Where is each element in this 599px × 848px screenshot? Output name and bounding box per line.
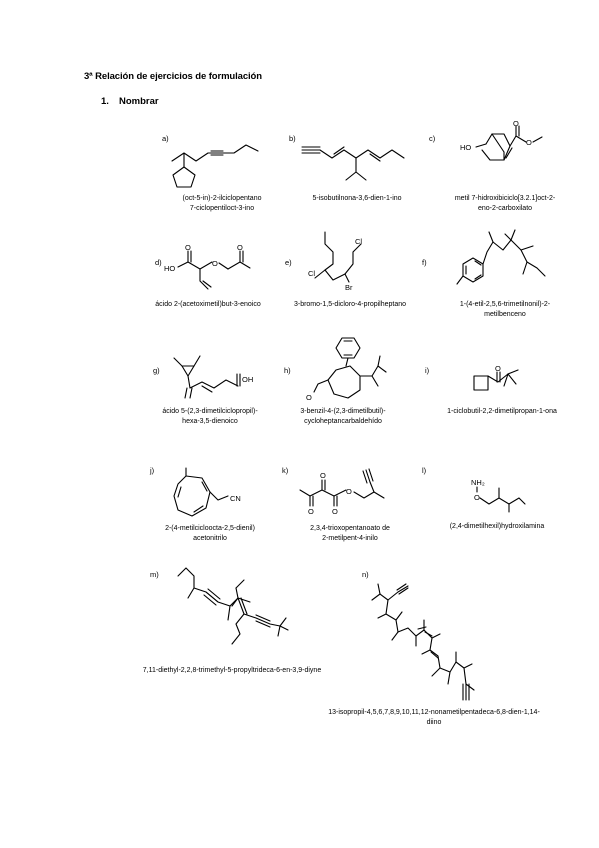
structure-l: NH₂ O bbox=[471, 478, 526, 513]
item-j-name: 2-(4-metilcicloocta-2,5-dienil)acetonitr… bbox=[165, 525, 255, 542]
item-l-name: (2,4-dimetilhexil)hydroxilamina bbox=[449, 523, 545, 530]
svg-text:O: O bbox=[526, 138, 532, 147]
item-g-name: ácido 5-(2,3-dimetilciclopropil)-hexa-3,… bbox=[162, 408, 258, 425]
svg-text:Br: Br bbox=[345, 283, 353, 292]
structure-d: HO O O O bbox=[164, 243, 251, 290]
item-f-letter: f) bbox=[422, 258, 427, 267]
svg-text:O: O bbox=[306, 393, 312, 402]
item-c-name: metil 7-hidroxibiciclo[3.2.1]oct-2-eno-2… bbox=[454, 195, 556, 212]
item-i-name: 1-ciclobutil-2,2-dimetilpropan-1-ona bbox=[447, 408, 557, 415]
svg-text:Cl: Cl bbox=[308, 269, 315, 278]
item-a-letter: a) bbox=[162, 134, 169, 143]
structure-f bbox=[456, 229, 546, 285]
item-c-letter: c) bbox=[429, 134, 436, 143]
structure-e: Cl Cl Br bbox=[308, 231, 362, 292]
section-title: 1. Nombrar bbox=[101, 96, 159, 107]
item-m-letter: m) bbox=[150, 570, 159, 579]
structure-i: O bbox=[473, 364, 519, 391]
svg-text:O: O bbox=[495, 364, 501, 373]
svg-text:O: O bbox=[513, 119, 519, 128]
structure-j: CN bbox=[173, 467, 241, 517]
structure-c: HO O O bbox=[460, 119, 543, 161]
svg-text:O: O bbox=[185, 243, 191, 252]
item-g-letter: g) bbox=[153, 366, 160, 375]
svg-text:O: O bbox=[474, 493, 480, 502]
svg-text:O: O bbox=[320, 471, 326, 480]
item-e-letter: e) bbox=[285, 258, 292, 267]
structure-a bbox=[171, 144, 259, 188]
item-d-name: ácido 2-(acetoximetil)but-3-enoico bbox=[155, 301, 261, 308]
svg-text:OH: OH bbox=[242, 375, 253, 384]
page-heading: 3ª Relación de ejercicios de formulación bbox=[84, 71, 262, 82]
svg-text:CN: CN bbox=[230, 494, 241, 503]
structure-n bbox=[371, 583, 475, 701]
structure-m bbox=[177, 567, 289, 645]
item-b-name: 5-isobutilnona-3,6-dien-1-ino bbox=[312, 195, 402, 202]
structure-h: O bbox=[306, 337, 387, 402]
item-k-letter: k) bbox=[282, 466, 289, 475]
svg-text:O: O bbox=[212, 259, 218, 268]
svg-text:O: O bbox=[346, 487, 352, 496]
section-label: Nombrar bbox=[119, 96, 159, 107]
item-e-name: 3-bromo-1,5-dicloro-4-propilheptano bbox=[293, 301, 407, 308]
item-n-letter: n) bbox=[362, 570, 369, 579]
item-h-letter: h) bbox=[284, 366, 291, 375]
item-j-letter: j) bbox=[150, 466, 155, 475]
svg-text:HO: HO bbox=[164, 264, 175, 273]
item-l-letter: l) bbox=[422, 466, 427, 475]
svg-text:O: O bbox=[308, 507, 314, 516]
item-d-letter: d) bbox=[155, 258, 162, 267]
section-number: 1. bbox=[101, 96, 109, 107]
structure-b bbox=[301, 146, 405, 181]
svg-text:HO: HO bbox=[460, 143, 471, 152]
structure-g: OH bbox=[173, 355, 253, 399]
item-f-name: 1-(4-etil-2,5,6-trimetilnonil)-2-metilbe… bbox=[459, 301, 551, 318]
svg-text:NH₂: NH₂ bbox=[471, 478, 485, 487]
svg-text:O: O bbox=[237, 243, 243, 252]
svg-text:Cl: Cl bbox=[355, 237, 362, 246]
item-b-letter: b) bbox=[289, 134, 296, 143]
svg-text:O: O bbox=[332, 507, 338, 516]
item-m-name: 7,11-diethyl-2,2,8-trimethyl-5-propyltri… bbox=[142, 667, 322, 674]
item-n-name: 13-isopropil-4,5,6,7,8,9,10,11,12-noname… bbox=[328, 709, 540, 726]
item-h-name: 3-benzil-4-(2,3-dimetilbutil)-cyclohepta… bbox=[300, 408, 386, 425]
item-i-letter: i) bbox=[425, 366, 430, 375]
structure-k: O O O O bbox=[299, 468, 385, 516]
